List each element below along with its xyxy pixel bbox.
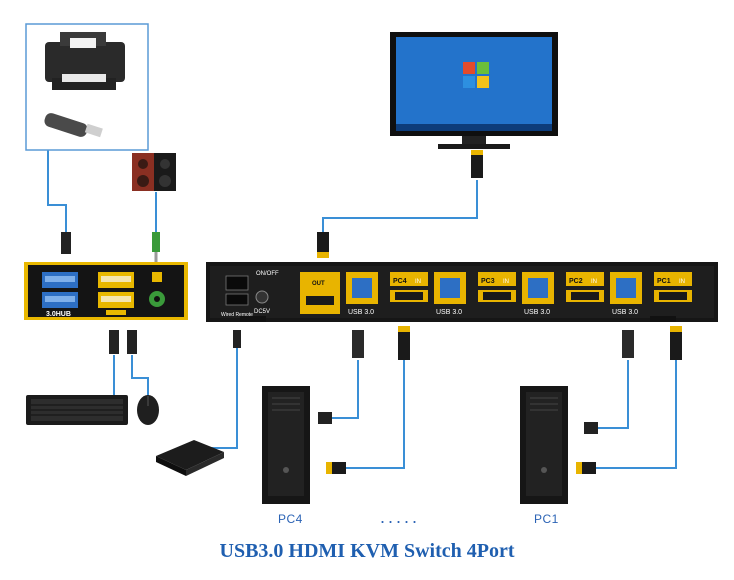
keyboard-plug: [109, 330, 119, 354]
usb-label-pc1: USB 3.0: [612, 309, 638, 316]
pc4-usb-cable: [330, 360, 359, 419]
in-label-pc3: IN: [503, 279, 509, 285]
port-group-pc1: [610, 272, 692, 304]
usb-plug-printer: [61, 232, 71, 254]
in-label-pc4: IN: [415, 279, 421, 285]
usb-label-pc4: USB 3.0: [348, 309, 374, 316]
pc1-hdmi-plug: [670, 330, 682, 360]
out-label: OUT: [312, 281, 325, 287]
monitor-hdmi-plug: [471, 152, 483, 178]
keyboard-icon: [26, 395, 128, 425]
pc1-usb-plug: [622, 330, 634, 358]
hub-label: 3.0HUB: [46, 311, 71, 318]
pc4-label: PC4: [278, 512, 303, 526]
pc4-tower-icon: [262, 386, 310, 504]
port-label-pc2: PC2: [569, 278, 583, 285]
port-group-pc2: [522, 272, 604, 304]
ellipsis: .....: [380, 507, 421, 527]
mouse-icon: [137, 395, 159, 425]
remote-cable: [210, 348, 238, 449]
pc4-usb-plug: [352, 330, 364, 358]
pc1-usb-cable: [598, 360, 629, 429]
port-group-pc4: [346, 272, 428, 304]
power-switch[interactable]: [225, 275, 249, 291]
monitor-icon: [390, 32, 558, 149]
wired-remote-icon: [156, 440, 224, 476]
remote-plug: [233, 330, 241, 348]
speaker-icon: [132, 153, 176, 191]
in-label-pc2: IN: [591, 279, 597, 285]
port-group-pc3: [434, 272, 516, 304]
pc4-hdmi-plug: [398, 330, 410, 360]
port-label-pc1: PC1: [657, 278, 671, 285]
on-off-label: ON/OFF: [256, 271, 279, 277]
kvm-switch: [206, 262, 718, 322]
pc1-hdmi-cable: [596, 360, 677, 469]
pc4-hdmi-cable: [346, 360, 405, 469]
usb-label-pc2: USB 3.0: [524, 309, 550, 316]
page-title: USB3.0 HDMI KVM Switch 4Port: [219, 540, 515, 562]
pc1-label: PC1: [534, 512, 559, 526]
pc1-tower-icon: [520, 386, 568, 504]
cables: [47, 150, 677, 469]
printer-icon: [45, 32, 125, 90]
power-label: DC5V: [254, 309, 270, 315]
mouse-plug: [127, 330, 137, 354]
printer-cable: [47, 150, 67, 232]
in-label-pc1: IN: [679, 279, 685, 285]
out-port: [300, 272, 340, 314]
usb-stick-icon: [44, 113, 103, 138]
port-label-pc4: PC4: [393, 278, 407, 285]
usb-hub-panel: [24, 262, 188, 320]
usb-label-pc3: USB 3.0: [436, 309, 462, 316]
out-hdmi-plug: [317, 232, 329, 256]
audio-plug: [152, 232, 160, 252]
wired-remote-port: [225, 293, 249, 306]
mouse-cable: [131, 355, 149, 398]
wired-remote-label: Wired Remote: [221, 312, 253, 318]
monitor-cable: [322, 180, 478, 232]
port-label-pc3: PC3: [481, 278, 495, 285]
